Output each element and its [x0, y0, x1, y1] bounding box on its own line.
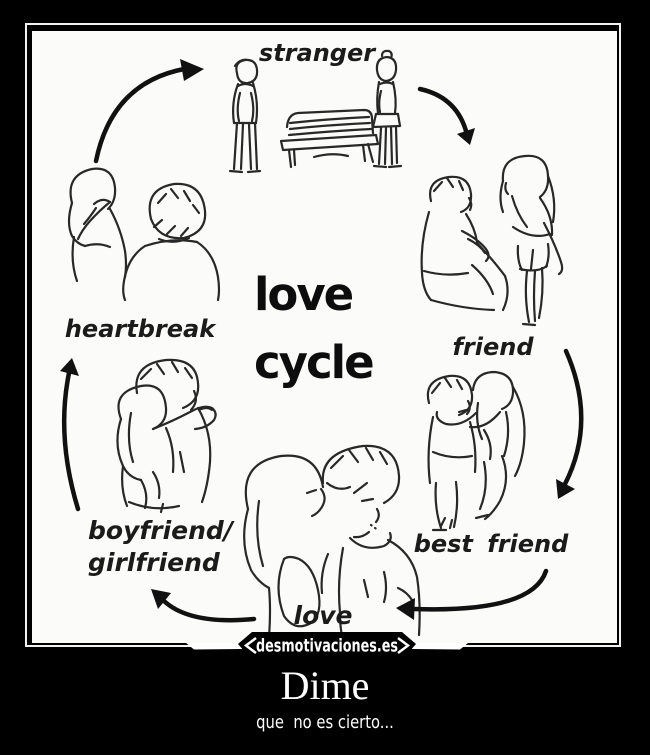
- watermark-banner: desmotivaciones.es: [186, 632, 468, 660]
- friend-illustration: [420, 154, 564, 327]
- arrow-friend-to-best-friend: [556, 348, 584, 499]
- label-boyfriend-girlfriend: boyfriend/ girlfriend: [88, 515, 233, 579]
- arrow-stranger-to-friend: [417, 86, 475, 145]
- banner-right-chevron: [397, 637, 411, 654]
- cycle-arrows: [60, 59, 584, 623]
- label-boyfriend-line2: girlfriend: [88, 548, 220, 577]
- banner-left-chevron: [243, 637, 257, 654]
- diagram-center-title: love cycle: [254, 261, 375, 397]
- label-love: love: [293, 601, 353, 630]
- watermark-text: desmotivaciones.es: [256, 637, 398, 657]
- arrow-love-to-boyfriend-girlfriend: [151, 589, 257, 623]
- label-stranger: stranger: [258, 39, 376, 67]
- best-friend-illustration: [426, 370, 526, 532]
- love-cycle-image: stranger heartbreak friend best friend l…: [32, 31, 617, 643]
- diagram-center-title-line1: love: [254, 268, 354, 321]
- banner-left-wing: [186, 643, 242, 650]
- arrow-boyfriend-girlfriend-to-heartbreak: [60, 358, 81, 512]
- arrow-heartbreak-to-stranger: [93, 59, 204, 164]
- label-boyfriend-line1: boyfriend/: [88, 516, 233, 545]
- label-friend: friend: [452, 333, 534, 361]
- poster-title: Dime: [280, 663, 370, 708]
- boyfriend-girlfriend-illustration: [116, 358, 217, 514]
- label-heartbreak: heartbreak: [64, 315, 216, 343]
- arrow-best-friend-to-love: [396, 568, 549, 620]
- stranger-illustration: [228, 49, 403, 174]
- heartbreak-illustration: [67, 167, 221, 302]
- poster-subtitle: que no es cierto...: [256, 712, 394, 733]
- banner-ribbon: [238, 632, 416, 660]
- diagram-center-title-line2: cycle: [254, 336, 375, 389]
- label-best-friend: best friend: [413, 530, 569, 558]
- banner-right-wing: [412, 643, 468, 650]
